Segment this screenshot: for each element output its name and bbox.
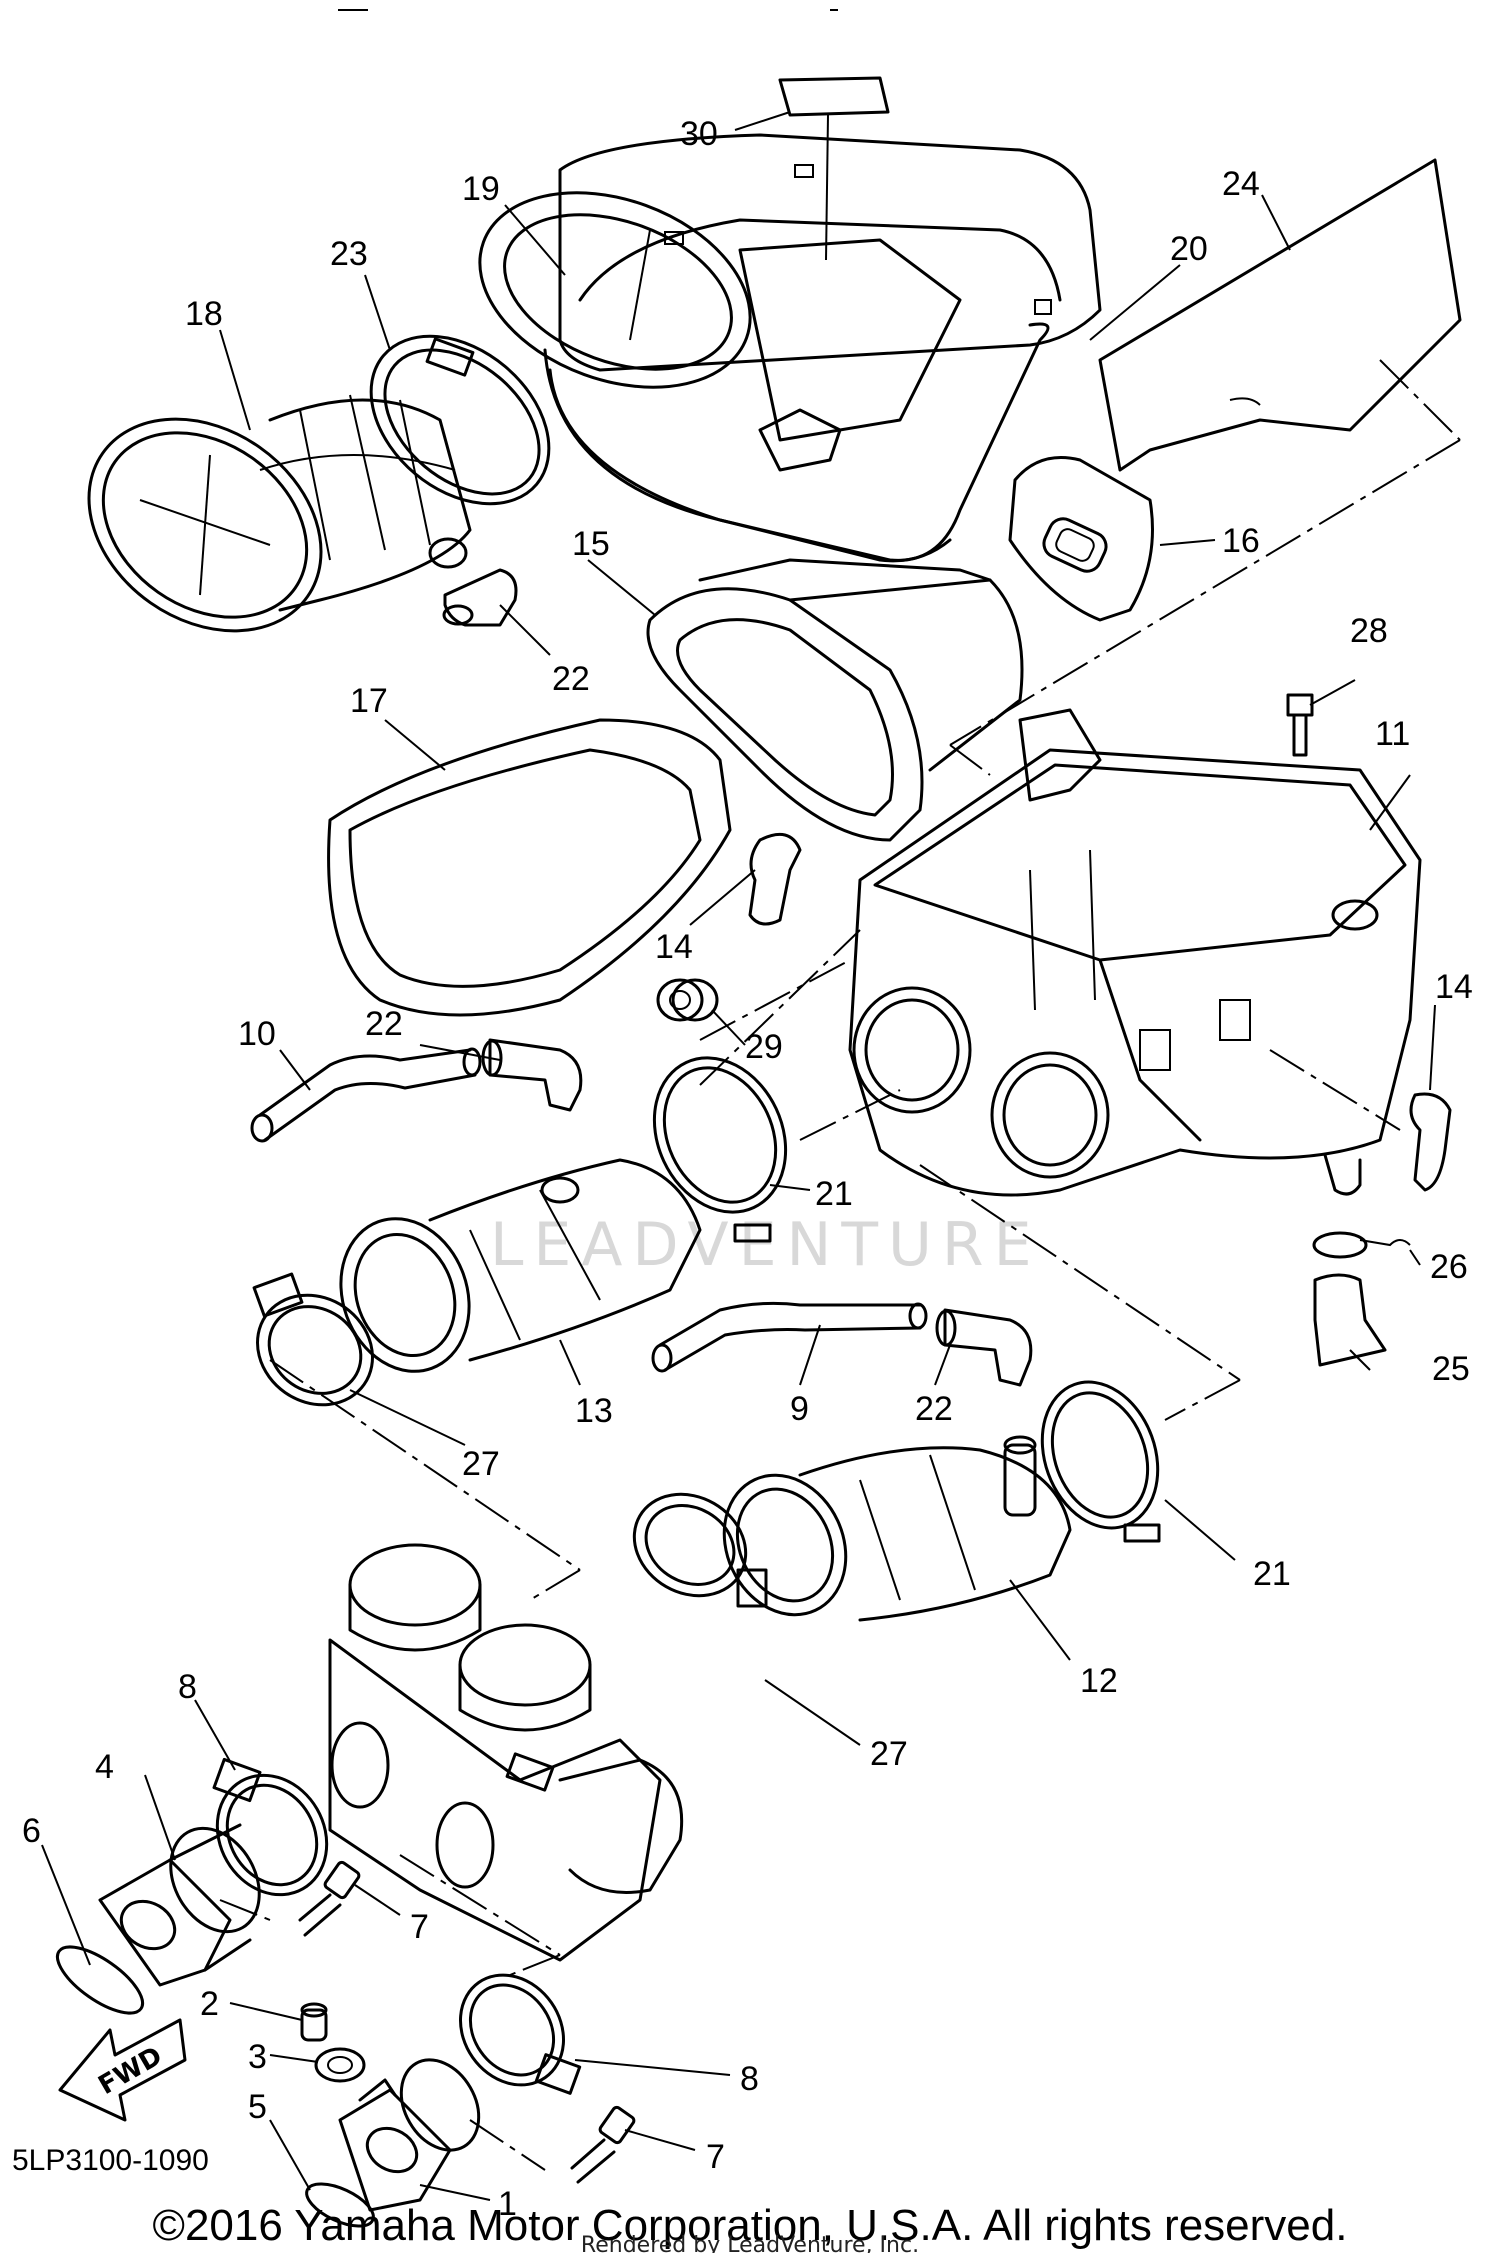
callout-14-left: 14 [655,928,693,966]
carburetor-assembly [328,1543,684,1962]
part-24-plate [1098,158,1462,472]
callout-5: 5 [248,2088,267,2126]
part-30-label [778,76,890,117]
callout-22-upper: 22 [552,660,590,698]
callout-11: 11 [1375,715,1410,753]
callout-8-upper: 8 [178,1668,197,1706]
callout-8-lower: 8 [740,2060,759,2098]
part-19-air-box-cover [478,133,1102,563]
diagram-code: 5LP3100-1090 [12,2144,209,2177]
callout-12: 12 [1080,1662,1118,1700]
callout-9: 9 [790,1390,809,1428]
air-box-outlets [852,986,1110,1179]
callout-17: 17 [350,682,388,720]
part-5-o-ring [305,2182,375,2228]
callout-3: 3 [248,2038,267,2076]
part-27-clamp-center [632,1492,768,1608]
part-21-clamp-lower [1040,1380,1161,1543]
part-7-bolt-upper [298,1860,361,1937]
fwd-label: FWD [94,2041,168,2101]
part-2-cap [300,2002,328,2042]
part-6-o-ring [55,1945,145,2015]
callout-7-lower: 7 [706,2138,725,2176]
callout-27-center: 27 [870,1735,908,1773]
callout-7-upper: 7 [410,1908,429,1946]
callout-19: 19 [462,170,500,208]
part-8-clamp-lower [458,1973,582,2095]
callout-13: 13 [575,1392,613,1430]
part-1-joint [338,2058,481,2212]
part-9-hose [651,1301,928,1373]
callout-27-left: 27 [462,1445,500,1483]
callout-30: 30 [680,115,718,153]
callout-14-right: 14 [1435,968,1473,1006]
part-18-intake-duct [87,394,472,633]
callout-22-lower: 22 [915,1390,953,1428]
part-22-elbow-lower [935,1308,1033,1387]
assembly-guide-lines [219,359,1461,2171]
copyright-notice: ©2016 Yamaha Motor Corporation, U.S.A. A… [153,2201,1348,2250]
part-28-bolt [1286,693,1314,757]
callout-21-lower: 21 [1253,1555,1291,1593]
part-25-drain [1313,1273,1387,1367]
part-17-filter-element [327,718,732,1017]
callout-15: 15 [572,525,610,563]
callout-10: 10 [238,1015,276,1053]
part-27-clamp-left [252,1272,374,1407]
leader-lines [41,111,1436,2201]
callout-1: 1 [498,2185,517,2223]
callout-26: 26 [1430,1248,1468,1286]
callout-23: 23 [330,235,368,273]
part-10-hose [250,1047,482,1143]
rendered-by-note: Rendered by LeadVenture, Inc. [581,2233,919,2253]
part-14-clip-right [1409,1092,1452,1192]
callout-6: 6 [22,1812,41,1850]
part-7-bolt-lower [570,2105,636,2184]
callout-2: 2 [200,1985,219,2023]
part-13-joint [339,1158,702,1373]
callout-22-middle: 22 [365,1005,403,1043]
part-15-filter-frame [646,558,1024,842]
part-20-seal [543,322,1050,562]
part-8-clamp-upper [212,1757,329,1897]
part-11-air-box-case [848,708,1422,1197]
fwd-arrow: FWD [58,2018,187,2122]
callout-21-upper: 21 [815,1175,853,1213]
callout-4: 4 [95,1748,114,1786]
part-21-clamp-upper [652,1056,788,1243]
callout-16: 16 [1222,522,1260,560]
part-26-spring [1312,1231,1411,1259]
watermark: LEADVENTURE [490,1210,1042,1280]
part-4-joint [98,1823,261,1987]
part-29-grommet [656,978,719,1022]
callout-28: 28 [1350,612,1388,650]
callout-labels: 30 19 24 20 23 18 16 15 22 28 17 11 14 1… [22,115,1473,2223]
callout-18: 18 [185,295,223,333]
callout-29: 29 [745,1028,783,1066]
callout-25: 25 [1432,1350,1470,1388]
part-22-elbow-middle [481,1038,583,1112]
part-14-clip-left [748,832,802,926]
part-16-grommet-plate [1008,456,1154,622]
part-22-elbow-upper [442,568,518,627]
callout-20: 20 [1170,230,1208,268]
callout-24: 24 [1222,165,1260,203]
part-3-clip [314,2047,366,2083]
